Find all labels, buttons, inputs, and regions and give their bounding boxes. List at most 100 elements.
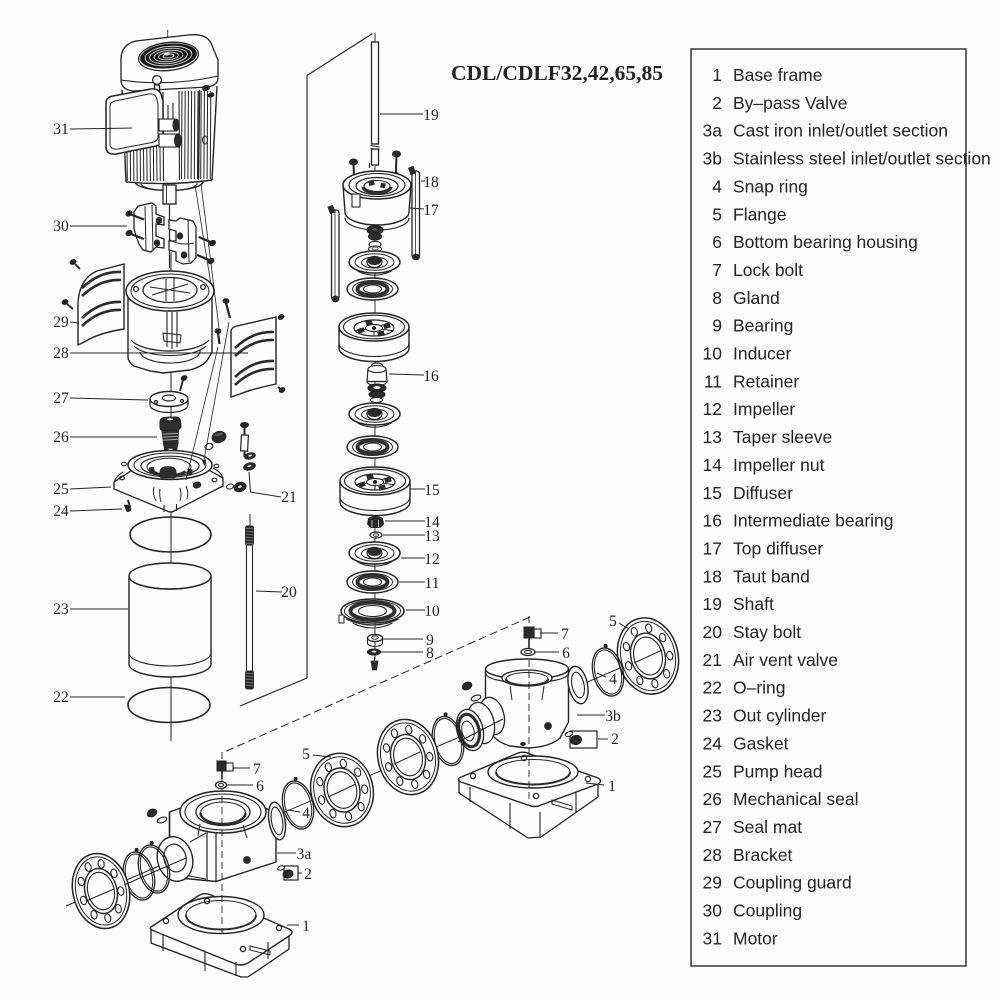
svg-text:Lock bolt: Lock bolt — [733, 260, 803, 280]
svg-text:4: 4 — [302, 805, 310, 822]
svg-text:13: 13 — [424, 528, 440, 545]
svg-text:2: 2 — [712, 93, 722, 113]
svg-text:16: 16 — [703, 511, 722, 531]
svg-text:4: 4 — [712, 176, 722, 196]
svg-text:7: 7 — [561, 626, 569, 643]
svg-text:5: 5 — [302, 746, 310, 763]
svg-text:14: 14 — [703, 455, 723, 475]
svg-text:18: 18 — [703, 566, 722, 586]
svg-text:Impeller: Impeller — [733, 399, 795, 419]
svg-text:17: 17 — [703, 538, 722, 558]
svg-text:Out cylinder: Out cylinder — [733, 706, 827, 726]
svg-text:29: 29 — [703, 873, 722, 893]
svg-text:16: 16 — [423, 368, 439, 385]
svg-text:Intermediate bearing: Intermediate bearing — [733, 511, 894, 531]
svg-text:11: 11 — [425, 575, 440, 592]
svg-text:31: 31 — [53, 121, 69, 138]
svg-text:Coupling guard: Coupling guard — [733, 873, 852, 893]
svg-text:22: 22 — [53, 689, 69, 706]
svg-text:25: 25 — [53, 481, 69, 498]
svg-text:2: 2 — [304, 866, 312, 883]
svg-text:4: 4 — [609, 671, 617, 688]
svg-text:10: 10 — [424, 603, 440, 620]
svg-text:Stay bolt: Stay bolt — [733, 622, 801, 642]
svg-text:7: 7 — [253, 761, 261, 778]
svg-text:3a: 3a — [703, 121, 723, 141]
svg-text:Inducer: Inducer — [733, 344, 792, 364]
svg-text:Motor: Motor — [733, 928, 778, 948]
svg-text:31: 31 — [703, 928, 722, 948]
svg-text:Base frame: Base frame — [733, 65, 822, 85]
svg-text:Flange: Flange — [733, 204, 787, 224]
svg-text:29: 29 — [53, 314, 69, 331]
svg-text:8: 8 — [712, 288, 722, 308]
svg-text:3a: 3a — [297, 846, 312, 863]
svg-text:Taut band: Taut band — [733, 566, 810, 586]
svg-text:21: 21 — [703, 650, 722, 670]
svg-text:Snap ring: Snap ring — [733, 176, 808, 196]
svg-text:15: 15 — [703, 483, 722, 503]
svg-text:Air vent valve: Air vent valve — [733, 650, 838, 670]
svg-text:26: 26 — [53, 429, 69, 446]
svg-text:Diffuser: Diffuser — [733, 483, 793, 503]
svg-text:20: 20 — [703, 622, 723, 642]
svg-text:Gasket: Gasket — [733, 733, 789, 753]
svg-text:23: 23 — [703, 706, 722, 726]
svg-text:30: 30 — [703, 901, 723, 921]
svg-text:Retainer: Retainer — [733, 371, 799, 391]
svg-text:8: 8 — [426, 645, 434, 662]
svg-text:10: 10 — [703, 344, 723, 364]
svg-text:14: 14 — [424, 514, 440, 531]
svg-text:28: 28 — [703, 845, 722, 865]
svg-text:19: 19 — [703, 594, 722, 614]
svg-text:3b: 3b — [703, 149, 722, 169]
svg-text:Seal mat: Seal mat — [733, 817, 802, 837]
svg-text:Gland: Gland — [733, 288, 780, 308]
svg-text:7: 7 — [712, 260, 722, 280]
svg-text:Cast iron inlet/outlet section: Cast iron inlet/outlet section — [733, 121, 948, 141]
svg-text:11: 11 — [704, 371, 722, 391]
svg-text:Bottom bearing housing: Bottom bearing housing — [733, 232, 918, 252]
svg-text:Shaft: Shaft — [733, 594, 774, 614]
svg-text:19: 19 — [423, 107, 439, 124]
svg-text:17: 17 — [423, 202, 439, 219]
svg-text:1: 1 — [608, 778, 616, 795]
svg-text:9: 9 — [712, 316, 722, 336]
svg-text:24: 24 — [703, 733, 723, 753]
svg-text:Impeller nut: Impeller nut — [733, 455, 825, 475]
svg-text:CDL/CDLF32,42,65,85: CDL/CDLF32,42,65,85 — [451, 61, 663, 85]
svg-text:1: 1 — [302, 918, 310, 935]
svg-text:3b: 3b — [605, 708, 621, 725]
svg-text:28: 28 — [53, 345, 69, 362]
svg-text:5: 5 — [609, 613, 617, 630]
svg-text:Bearing: Bearing — [733, 316, 793, 336]
svg-text:2: 2 — [611, 731, 619, 748]
svg-text:27: 27 — [53, 390, 69, 407]
svg-text:Pump head: Pump head — [733, 761, 823, 781]
svg-text:20: 20 — [281, 584, 297, 601]
svg-text:24: 24 — [53, 503, 69, 520]
svg-text:6: 6 — [256, 778, 264, 795]
svg-text:12: 12 — [424, 551, 440, 568]
svg-text:18: 18 — [423, 174, 439, 191]
svg-text:25: 25 — [703, 761, 722, 781]
svg-text:Bracket: Bracket — [733, 845, 792, 865]
svg-text:27: 27 — [703, 817, 722, 837]
svg-text:6: 6 — [712, 232, 722, 252]
svg-text:1: 1 — [712, 65, 722, 85]
svg-text:Coupling: Coupling — [733, 901, 802, 921]
svg-text:Top diffuser: Top diffuser — [733, 538, 823, 558]
svg-text:26: 26 — [703, 789, 722, 809]
svg-text:13: 13 — [703, 427, 722, 447]
svg-text:15: 15 — [424, 482, 440, 499]
svg-text:30: 30 — [53, 218, 69, 235]
svg-text:Taper sleeve: Taper sleeve — [733, 427, 832, 447]
svg-text:12: 12 — [703, 399, 722, 419]
svg-text:Mechanical seal: Mechanical seal — [733, 789, 858, 809]
svg-text:22: 22 — [703, 678, 722, 698]
svg-text:6: 6 — [562, 645, 570, 662]
svg-text:21: 21 — [281, 489, 297, 506]
svg-text:5: 5 — [712, 204, 722, 224]
svg-text:9: 9 — [426, 632, 434, 649]
svg-text:By–pass Valve: By–pass Valve — [733, 93, 847, 113]
